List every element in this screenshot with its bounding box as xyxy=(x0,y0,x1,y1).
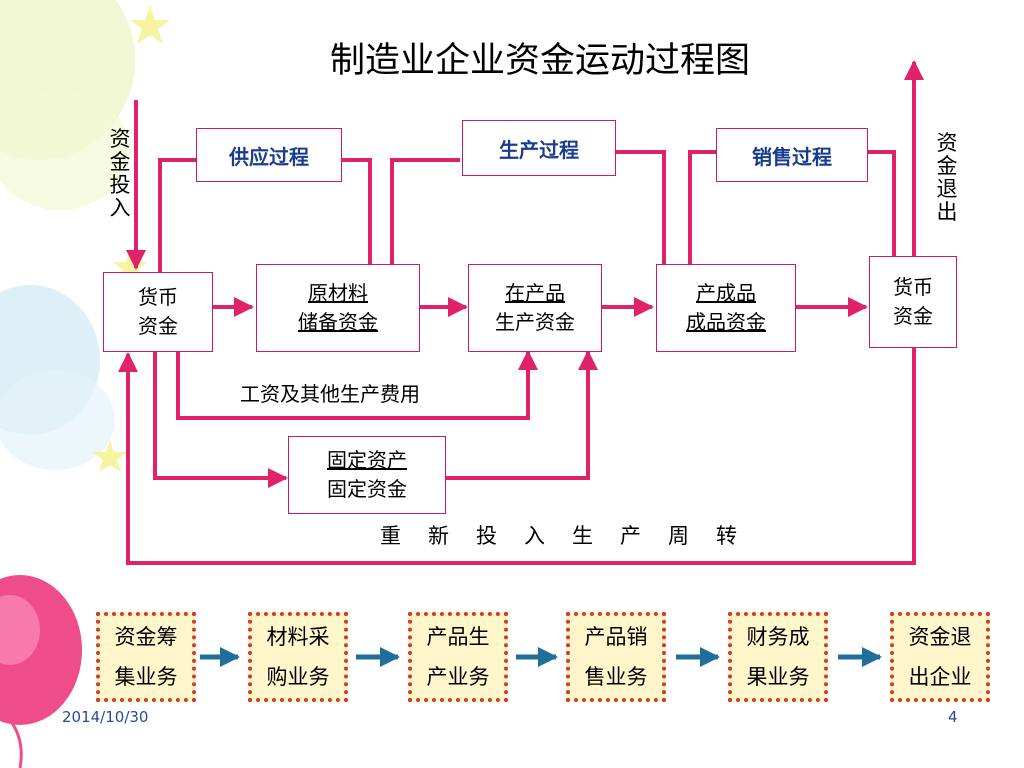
business-step-6-line2: 出企业 xyxy=(908,665,972,689)
finished-line1: 产成品 xyxy=(696,281,756,305)
page-number: 4 xyxy=(948,708,958,726)
wages-label: 工资及其他生产费用 xyxy=(240,382,420,406)
cash-fund-start-line1: 货币 xyxy=(138,285,178,309)
business-step-5: 财务成 果业务 xyxy=(728,612,828,702)
business-step-1-line1: 资金筹 xyxy=(114,625,178,649)
reinvest-loop xyxy=(118,346,916,565)
business-step-6: 资金退 出企业 xyxy=(890,612,990,702)
cash-fund-end-line1: 货币 xyxy=(893,275,933,299)
business-step-3-line1: 产品生 xyxy=(426,625,490,649)
link-finished-sales xyxy=(688,150,716,264)
link-sales-cash xyxy=(866,150,896,256)
production-process-box: 生产过程 xyxy=(462,120,616,176)
fixed-asset-line1: 固定资产 xyxy=(327,448,407,472)
business-step-5-line2: 果业务 xyxy=(746,665,810,689)
wip-line2: 生产资金 xyxy=(495,310,575,334)
business-step-1-line2: 集业务 xyxy=(114,665,178,689)
footer-date: 2014/10/30 xyxy=(62,708,149,726)
fixed-asset-fund-box: 固定资产 固定资金 xyxy=(288,436,446,514)
business-step-4-line2: 售业务 xyxy=(584,665,648,689)
link-raw-production xyxy=(390,158,460,264)
business-step-2-line1: 材料采 xyxy=(266,625,330,649)
business-step-4-line1: 产品销 xyxy=(584,625,648,649)
link-wages xyxy=(176,350,538,420)
business-step-2: 材料采 购业务 xyxy=(248,612,348,702)
link-supply-raw xyxy=(340,158,372,264)
wip-fund-box: 在产品 生产资金 xyxy=(468,264,602,352)
finished-goods-fund-box: 产成品 成品资金 xyxy=(656,264,796,352)
business-step-3: 产品生 产业务 xyxy=(408,612,508,702)
capital-input-label: 资金投入 xyxy=(109,127,131,220)
business-step-4: 产品销 售业务 xyxy=(566,612,666,702)
cash-fund-start-line2: 资金 xyxy=(138,314,178,338)
business-step-1: 资金筹 集业务 xyxy=(96,612,196,702)
raw-material-fund-box: 原材料 储备资金 xyxy=(256,264,420,352)
sales-process-box: 销售过程 xyxy=(716,128,868,182)
fixed-asset-line2: 固定资金 xyxy=(327,477,407,501)
link-fixed-wip xyxy=(444,350,598,480)
cash-fund-start: 货币 资金 xyxy=(103,272,213,352)
business-step-5-line1: 财务成 xyxy=(746,625,810,649)
link-cash-fixed xyxy=(153,350,288,488)
business-step-2-line2: 购业务 xyxy=(266,665,330,689)
raw-material-line1: 原材料 xyxy=(308,281,368,305)
supply-process-box: 供应过程 xyxy=(196,128,342,182)
finished-line2: 成品资金 xyxy=(686,310,766,334)
cash-fund-end-line2: 资金 xyxy=(893,304,933,328)
business-step-6-line1: 资金退 xyxy=(908,625,972,649)
link-production-finished xyxy=(614,150,666,264)
capital-exit-label: 资金退出 xyxy=(936,131,958,224)
reinvest-label: 重新投入生产周转 xyxy=(380,524,764,548)
page-title: 制造业企业资金运动过程图 xyxy=(329,41,750,81)
raw-material-line2: 储备资金 xyxy=(298,310,378,334)
wip-line1: 在产品 xyxy=(505,281,565,305)
business-step-3-line2: 产业务 xyxy=(426,665,490,689)
link-cash-supply xyxy=(158,158,196,272)
cash-fund-end: 货币 资金 xyxy=(869,256,957,348)
